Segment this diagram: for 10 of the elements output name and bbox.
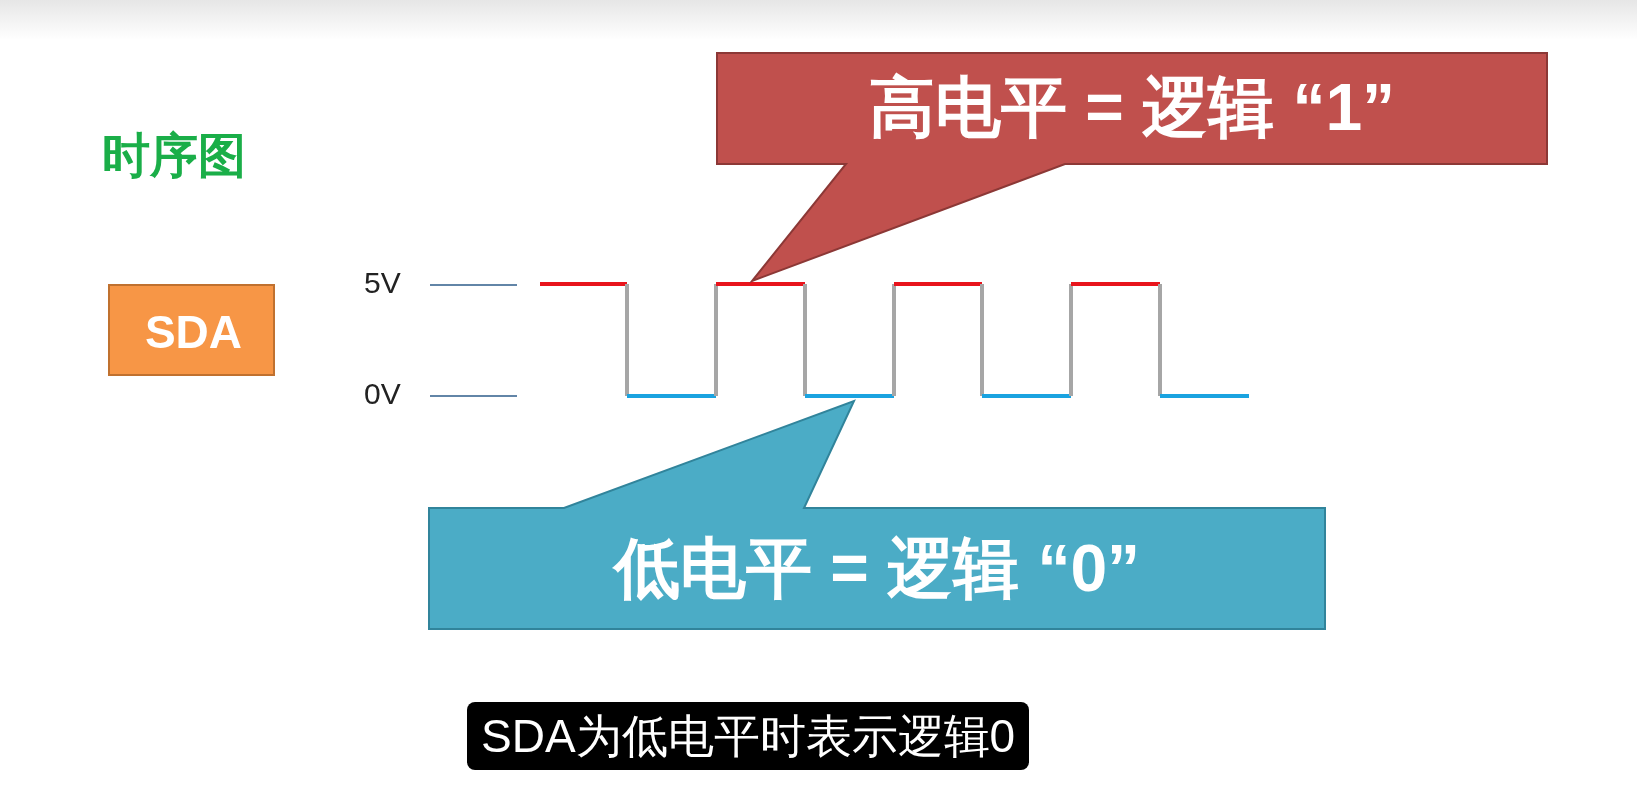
- signal-box: [108, 284, 275, 376]
- voltage-label: 0V: [364, 377, 401, 411]
- title: 时序图: [102, 128, 246, 184]
- voltage-label: 5V: [364, 266, 401, 300]
- callout-bubble: [428, 400, 1326, 630]
- callout-text: 低电平 = 逻辑 “0”: [611, 530, 1142, 607]
- callout-text: 高电平 = 逻辑 “1”: [867, 69, 1397, 146]
- signal-name: SDA: [143, 305, 244, 360]
- callout-bubble: [716, 52, 1548, 282]
- subtitle-caption: SDA为低电平时表示逻辑0: [467, 702, 1030, 770]
